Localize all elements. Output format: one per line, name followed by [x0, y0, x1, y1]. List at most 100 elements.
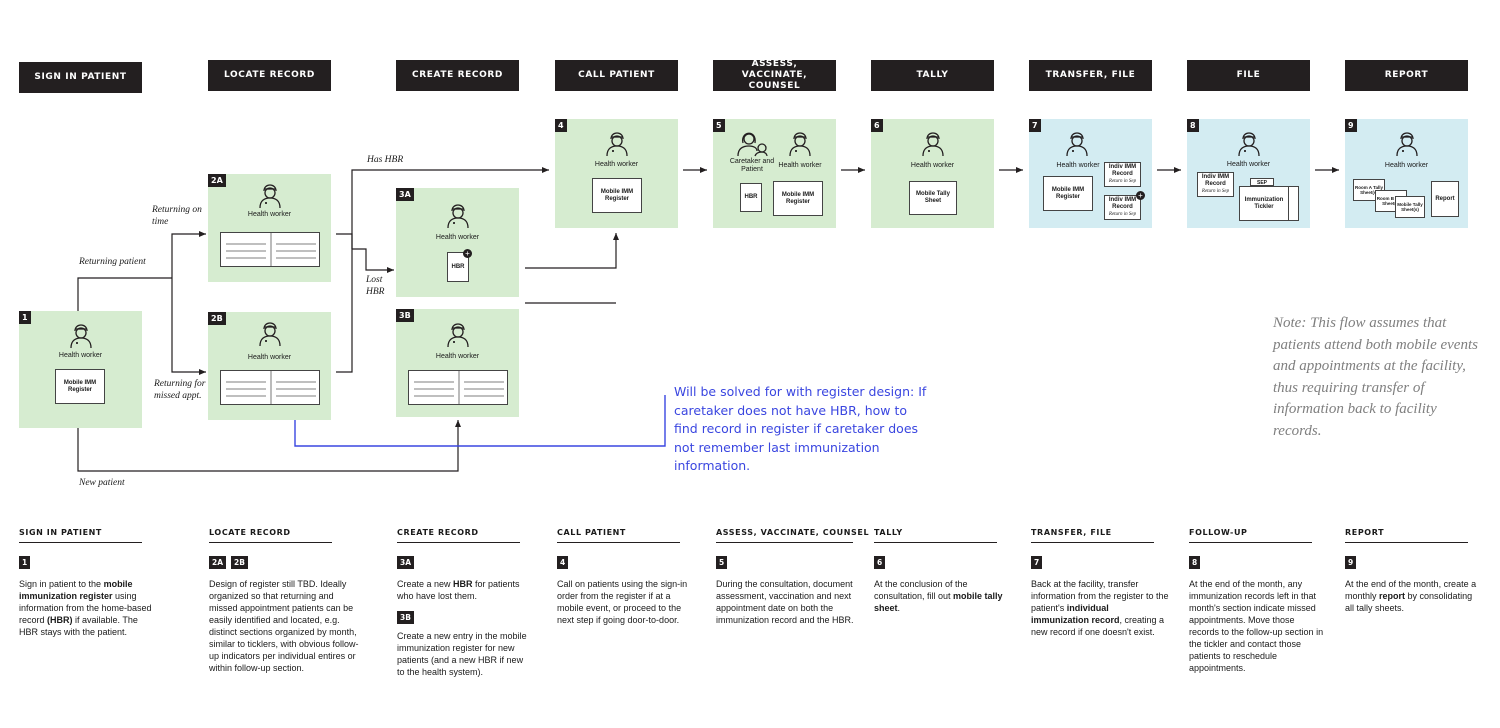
header-transfer-file: TRANSFER, FILE: [1029, 60, 1152, 91]
label-has-hbr: Has HBR: [367, 155, 404, 165]
role-label-caretaker: Caretaker and Patient: [729, 158, 775, 173]
card-title: Indiv IMM Record: [1108, 164, 1137, 177]
hbr-card: HBR: [740, 183, 762, 212]
indiv-imm-record-card: Indiv IMM Record Return in Sep: [1197, 172, 1234, 197]
tickler-tab: SEP: [1250, 178, 1274, 186]
description-text: Sign in patient to the mobile immunizati…: [19, 579, 152, 637]
step-4-box: 4 Health worker Mobile IMM Register: [555, 119, 678, 228]
health-worker-icon: [447, 323, 469, 348]
plus-icon: +: [463, 249, 472, 258]
description-rule: [716, 542, 853, 543]
description-text: Create a new entry in the mobile immuniz…: [397, 631, 527, 677]
description-badge: 2B: [231, 556, 248, 569]
health-worker-icon: [606, 132, 628, 157]
step-badge: 5: [713, 119, 725, 132]
description-badge: 1: [19, 556, 31, 569]
step-3a-box: 3A Health worker HBR +: [396, 188, 519, 297]
hbr-card: HBR: [447, 252, 469, 282]
role-label: Health worker: [1056, 162, 1100, 169]
description-title: TALLY: [874, 528, 903, 537]
description-title: SIGN IN PATIENT: [19, 528, 102, 537]
description-rule: [1031, 542, 1154, 543]
description-badge: 5: [716, 556, 728, 569]
health-worker-icon: [447, 204, 469, 229]
edge-2a-out: [336, 233, 353, 249]
role-label: Health worker: [1384, 162, 1429, 169]
mobile-imm-register-card: Mobile IMM Register: [1043, 176, 1093, 211]
step-7-box: 7 Health worker Mobile IMM Register Indi…: [1029, 119, 1152, 228]
immunization-tickler-box: Immunization Tickler: [1239, 186, 1289, 221]
step-3b-box: 3B Health worker: [396, 309, 519, 417]
header-assess-vaccinate-counsel: ASSESS, VACCINATE, COUNSEL: [713, 59, 836, 91]
step-9-box: 9 Health worker Room A Tally Sheet(s) Ro…: [1345, 119, 1468, 228]
description-text: At the end of the month, any immunizatio…: [1189, 579, 1324, 673]
step-5-box: 5 Caretaker and Patient Health worker HB…: [713, 119, 836, 228]
role-label: Health worker: [594, 161, 639, 168]
step-badge: 1: [19, 311, 31, 324]
header-report: REPORT: [1345, 60, 1468, 91]
plus-icon: +: [1136, 191, 1145, 200]
health-worker-icon: [789, 132, 811, 157]
description-rule: [1189, 542, 1312, 543]
step-badge: 8: [1187, 119, 1199, 132]
description-rule: [557, 542, 680, 543]
role-label: Health worker: [247, 211, 292, 218]
header-file: FILE: [1187, 60, 1310, 91]
health-worker-icon: [259, 322, 281, 347]
health-worker-icon: [259, 184, 281, 209]
step-badge: 2A: [208, 174, 226, 187]
register-ledger-icon: [220, 370, 320, 405]
description-rule: [19, 542, 142, 543]
step-badge: 2B: [208, 312, 226, 325]
description-rule: [209, 542, 332, 543]
description-text: Create a new HBR for patients who have l…: [397, 579, 520, 601]
role-label-health-worker: Health worker: [778, 162, 822, 169]
step-6-box: 6 Health worker Mobile Tally Sheet: [871, 119, 994, 228]
card-subtitle: Return in Sep: [1108, 179, 1137, 184]
header-tally: TALLY: [871, 60, 994, 91]
edge-lost-hbr: [352, 248, 394, 273]
card-subtitle: Return in Sep: [1108, 212, 1137, 217]
role-label: Health worker: [58, 352, 103, 359]
card-subtitle: Return in Sep: [1201, 189, 1230, 194]
description-badge: 2A: [209, 556, 227, 569]
mobile-tally-sheet-card: Mobile Tally Sheet: [909, 181, 957, 215]
step-badge: 6: [871, 119, 883, 132]
role-label: Health worker: [1226, 161, 1271, 168]
register-design-annotation: Will be solved for with register design:…: [674, 384, 927, 473]
step-2a-box: 2A Health worker: [208, 174, 331, 282]
description-rule: [397, 542, 520, 543]
health-worker-icon: [922, 132, 944, 157]
step-badge: 7: [1029, 119, 1041, 132]
health-worker-icon: [1396, 132, 1418, 157]
description-title: REPORT: [1345, 528, 1385, 537]
step-badge: 4: [555, 119, 567, 132]
description-title: LOCATE RECORD: [209, 528, 291, 537]
description-text: Design of register still TBD. Ideally or…: [209, 579, 359, 673]
description-badge: 4: [557, 556, 569, 569]
step-badge: 3A: [396, 188, 414, 201]
step-2b-box: 2B Health worker: [208, 312, 331, 420]
description-badge: 8: [1189, 556, 1201, 569]
step-badge: 9: [1345, 119, 1357, 132]
label-returning-patient: Returning patient: [79, 257, 146, 267]
role-label: Health worker: [910, 162, 955, 169]
description-badge: 3A: [397, 556, 415, 569]
label-new-patient: New patient: [79, 478, 125, 488]
role-label: Health worker: [435, 234, 480, 241]
edge-3a-to-4: [525, 233, 619, 269]
role-label: Health worker: [247, 354, 292, 361]
header-locate-record: LOCATE RECORD: [208, 60, 331, 91]
health-worker-icon: [1238, 132, 1260, 157]
edge-to-2b: [171, 278, 206, 375]
register-ledger-icon: [408, 370, 508, 405]
description-rule: [1345, 542, 1468, 543]
description-text: At the end of the month, create a monthl…: [1345, 579, 1477, 613]
description-badge: 7: [1031, 556, 1043, 569]
tickler-side: [1289, 186, 1299, 221]
report-card: Report: [1431, 181, 1459, 217]
header-sign-in-patient: SIGN IN PATIENT: [19, 62, 142, 93]
edge-has-hbr: [351, 167, 549, 249]
mobile-imm-register-card: Mobile IMM Register: [55, 369, 105, 404]
label-returning-missed: Returning for missed appt.: [154, 379, 206, 401]
